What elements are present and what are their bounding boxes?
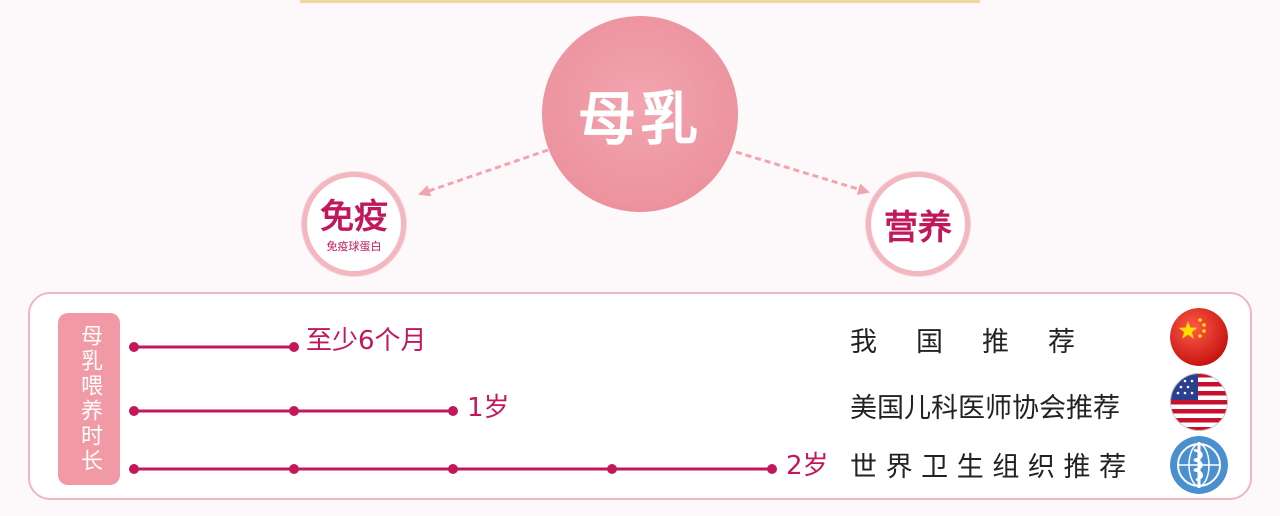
duration-label-3: 2岁	[786, 451, 829, 481]
recommender-label-3: 世 界 卫 生 组 织 推 荐	[850, 452, 1127, 483]
timeline-row-1	[129, 342, 299, 352]
duration-label-1: 至少6个月	[306, 326, 427, 356]
breast-milk-circle: 母乳	[542, 16, 738, 212]
top-divider	[300, 0, 980, 3]
usa-flag-icon	[1170, 373, 1228, 431]
side-label-box: 母乳喂养时长	[58, 313, 120, 485]
arrow-to-nutrition	[735, 150, 870, 195]
china-flag-icon	[1170, 308, 1228, 366]
immunity-caption: 免疫球蛋白	[326, 239, 382, 253]
who-emblem-icon	[1170, 436, 1228, 494]
duration-label-2: 1岁	[467, 393, 510, 423]
immunity-label: 免疫	[320, 196, 388, 237]
recommender-label-1: 我 国 推 荐	[850, 327, 1081, 358]
feeding-duration-panel	[28, 292, 1252, 500]
recommender-label-2: 美国儿科医师协会推荐	[850, 393, 1120, 424]
arrow-to-immunity	[418, 148, 549, 197]
side-label: 母乳喂养时长	[77, 324, 102, 474]
immunity-circle: 免疫 免疫球蛋白	[302, 172, 406, 276]
center-label: 母乳	[577, 85, 702, 153]
nutrition-label: 营养	[884, 207, 952, 248]
timeline-row-3	[129, 464, 777, 474]
timeline-row-2	[129, 406, 458, 416]
nutrition-circle: 营养	[866, 172, 970, 276]
